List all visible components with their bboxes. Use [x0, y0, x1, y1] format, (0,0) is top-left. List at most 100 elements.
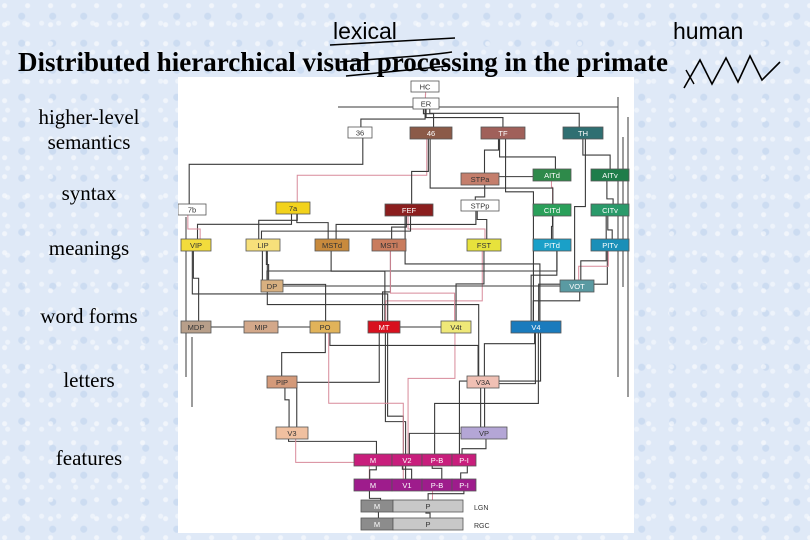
- area-v3a: V3A: [466, 375, 500, 389]
- area-label: CITv: [602, 206, 618, 215]
- area-label: PITv: [602, 241, 618, 250]
- handwritten-human: human: [673, 18, 744, 44]
- connection-line: [281, 327, 326, 382]
- area-rgc-p: P: [392, 517, 464, 531]
- area-tf: TF: [480, 126, 526, 140]
- area-v1: V1: [391, 478, 423, 492]
- area-label: CITd: [544, 206, 560, 215]
- area-v1-pi: P-I: [451, 478, 477, 492]
- area-label: P-B: [431, 456, 444, 465]
- area-label: 7b: [188, 206, 196, 215]
- area-po: PO: [309, 320, 341, 334]
- connection-line: [188, 132, 364, 210]
- level-higher-level-semantics: higher-level semantics: [38, 105, 140, 154]
- connection-line: [192, 245, 200, 327]
- area-label: MDP: [188, 323, 205, 332]
- area-mt: MT: [367, 320, 401, 334]
- connection-line: [328, 327, 404, 485]
- area-lgn-m: M: [360, 499, 394, 513]
- area-label: MT: [379, 323, 390, 332]
- area-label: PITd: [544, 241, 560, 250]
- area-label: VOT: [569, 282, 585, 291]
- level-letters: letters: [63, 368, 115, 392]
- connection-line: [574, 133, 586, 286]
- connection-line: [578, 245, 609, 286]
- connection-line: [425, 103, 504, 133]
- connection-line: [360, 103, 426, 133]
- area-label: ER: [421, 100, 432, 109]
- connection-line: [391, 210, 407, 245]
- area-pitd: PITd: [532, 238, 572, 252]
- area-fst: FST: [466, 238, 502, 252]
- area-citv: CITv: [590, 203, 630, 217]
- area-v3: V3: [275, 426, 309, 440]
- area-label: P: [425, 502, 430, 511]
- connection-line: [607, 210, 613, 245]
- area-label: VIP: [190, 241, 202, 250]
- area-label: TF: [498, 129, 508, 138]
- connection-line: [505, 133, 534, 327]
- area-er: ER: [412, 97, 440, 110]
- stage-label-rgc: RGC: [474, 523, 490, 530]
- connection-line: [329, 327, 479, 382]
- connection-line: [476, 205, 488, 245]
- connection-line: [196, 208, 293, 245]
- area-v4t: V4t: [440, 320, 472, 334]
- area-label: P-I: [459, 456, 469, 465]
- area-label: PIP: [276, 378, 288, 387]
- level-features: features: [55, 446, 123, 470]
- area-label: TH: [578, 129, 588, 138]
- area-label: AITv: [602, 171, 618, 180]
- area-mstd: MSTd: [314, 238, 350, 252]
- area-v1-pb: P-B: [421, 478, 453, 492]
- connection-line: [407, 210, 486, 245]
- connection-line: [389, 245, 456, 327]
- connection-line: [296, 208, 329, 245]
- connection-line: [296, 327, 380, 433]
- level-syntax: syntax: [61, 181, 117, 205]
- area-label: 7a: [289, 204, 298, 213]
- area-citd: CITd: [532, 203, 572, 217]
- connection-line: [582, 133, 611, 175]
- connection-line: [407, 327, 456, 460]
- area-aitd: AITd: [532, 168, 572, 182]
- connection-line: [187, 209, 201, 245]
- area-label: PO: [320, 323, 331, 332]
- area-label: M: [374, 502, 380, 511]
- area-label: DP: [267, 282, 277, 291]
- area-hc: HC: [410, 80, 440, 93]
- connection-line: [434, 327, 539, 460]
- connection-wires: [185, 86, 629, 524]
- area-vip: VIP: [180, 238, 212, 252]
- area-label: M: [370, 456, 376, 465]
- area-label: STPa: [471, 175, 491, 184]
- area-label: 46: [427, 129, 435, 138]
- connection-line: [387, 327, 404, 460]
- area-label: MSTl: [380, 241, 398, 250]
- area-7a: 7a: [275, 201, 311, 215]
- area-label: V2: [402, 456, 411, 465]
- area-label: M: [374, 520, 380, 529]
- area-v1-m: M: [353, 478, 393, 492]
- connection-line: [580, 210, 607, 286]
- area-v2-m: M: [353, 453, 393, 467]
- connection-line: [385, 245, 483, 327]
- area-label: V4: [531, 323, 540, 332]
- connection-line: [458, 327, 542, 460]
- area-stpp: STPp: [460, 199, 500, 212]
- area-label: 36: [356, 129, 364, 138]
- area-mdp: MDP: [180, 320, 212, 334]
- handwritten-strikethrough-marks: [329, 37, 781, 89]
- area-label: STPp: [471, 202, 490, 211]
- level-meanings: meanings: [48, 236, 130, 260]
- area-lgn-p: P: [392, 499, 464, 513]
- area-pitv: PITv: [590, 238, 630, 252]
- area-lip: LIP: [245, 238, 281, 252]
- area-label: V3: [287, 429, 296, 438]
- area-label: P: [425, 520, 430, 529]
- area-aitv: AITv: [590, 168, 630, 182]
- area-th: TH: [562, 126, 604, 140]
- connection-line: [411, 133, 429, 210]
- connection-line: [261, 245, 327, 327]
